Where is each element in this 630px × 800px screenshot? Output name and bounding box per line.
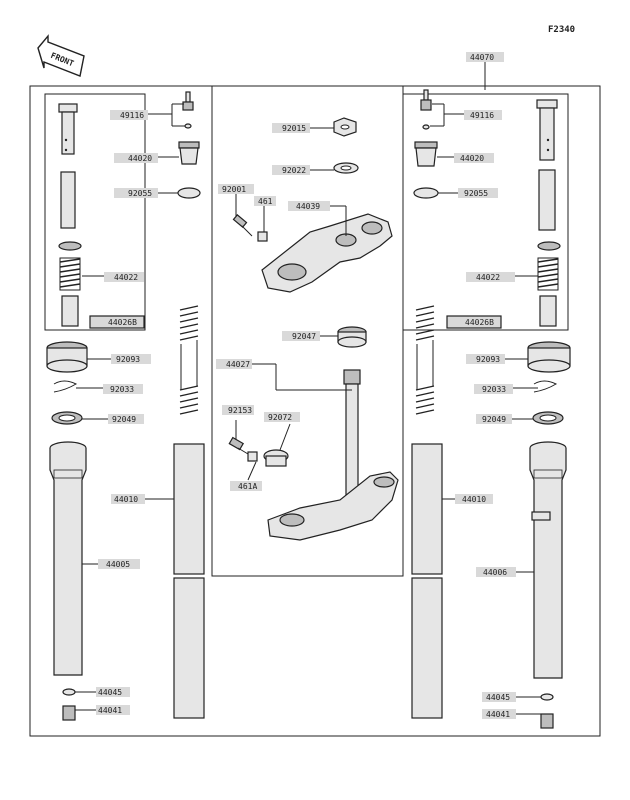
- label-92022: 92022: [282, 166, 306, 175]
- label-49116-right: 49116: [470, 111, 494, 120]
- left-top-bolt: [182, 91, 194, 129]
- lower-clamp-bolt: [228, 436, 258, 462]
- label-44041-left: 44041: [98, 706, 122, 715]
- right-clip: [533, 380, 558, 393]
- label-44026b-left: 44026B: [108, 318, 137, 327]
- right-bushing: [527, 341, 571, 373]
- diagram-code: F2340: [548, 25, 575, 35]
- label-44027: 44027: [226, 360, 250, 369]
- left-clip: [53, 380, 78, 393]
- right-washer: [540, 693, 554, 701]
- label-44020-right: 44020: [460, 154, 484, 163]
- label-92047: 92047: [292, 332, 316, 341]
- label-92049-right: 92049: [482, 415, 506, 424]
- right-top-cap: [414, 141, 438, 167]
- label-44005: 44005: [106, 560, 130, 569]
- left-cartridge-spring: [59, 257, 81, 327]
- right-top-bolt: [420, 89, 432, 130]
- outer-frame: [29, 85, 601, 737]
- label-92093-right: 92093: [476, 355, 500, 364]
- right-oil-seal: [532, 411, 564, 425]
- label-92153: 92153: [228, 406, 252, 415]
- right-drain-bolt: [540, 713, 554, 729]
- leader-lines: [75, 62, 541, 715]
- label-461a: 461A: [238, 482, 257, 491]
- stem-nut: [333, 117, 357, 137]
- part-labels: 49116 44020 92055 44022 44026B 92093 920…: [89, 52, 516, 719]
- upper-bracket: [261, 213, 393, 293]
- hose-clamp: [263, 449, 289, 467]
- left-oil-seal: [51, 411, 83, 425]
- label-44041-right: 44041: [486, 710, 510, 719]
- label-92033-right: 92033: [482, 385, 506, 394]
- label-92055-left: 92055: [128, 189, 152, 198]
- label-44010-left: 44010: [114, 495, 138, 504]
- left-fork-spring: [179, 305, 199, 415]
- right-cartridge-frame: [402, 93, 569, 331]
- stem-washer: [333, 162, 359, 174]
- steering-stem: [343, 369, 361, 505]
- upper-clamp-bolt: [232, 213, 268, 242]
- label-49116-left: 49116: [120, 111, 144, 120]
- left-washer: [62, 688, 76, 696]
- right-outer-tube: [529, 441, 567, 679]
- left-bushing: [46, 341, 88, 373]
- label-44020-left: 44020: [128, 154, 152, 163]
- label-44026b-right: 44026B: [465, 318, 494, 327]
- label-92033-left: 92033: [110, 385, 134, 394]
- label-44039: 44039: [296, 202, 320, 211]
- center-frame: [211, 85, 404, 577]
- label-92049-left: 92049: [112, 415, 136, 424]
- right-cartridge-spring: [537, 257, 559, 327]
- label-92093-left: 92093: [116, 355, 140, 364]
- right-o-ring: [413, 187, 439, 199]
- right-inner-tube: [411, 443, 443, 719]
- label-44070: 44070: [470, 53, 494, 62]
- label-44022-right: 44022: [476, 273, 500, 282]
- front-arrow-icon: FRONT: [37, 34, 85, 77]
- left-inner-tube: [173, 443, 205, 719]
- left-drain-bolt: [62, 705, 76, 721]
- left-cartridge-rod: [58, 103, 82, 251]
- label-92072: 92072: [268, 413, 292, 422]
- right-cartridge-rod: [536, 99, 561, 251]
- left-o-ring: [177, 187, 201, 199]
- right-fork-spring: [415, 305, 435, 415]
- label-44045-right: 44045: [486, 693, 510, 702]
- left-top-cap: [178, 141, 200, 165]
- label-461: 461: [258, 197, 273, 206]
- lower-bracket: [267, 471, 399, 541]
- label-44010-right: 44010: [462, 495, 486, 504]
- stem-bearing: [337, 326, 367, 348]
- label-92055-right: 92055: [464, 189, 488, 198]
- label-92001: 92001: [222, 185, 246, 194]
- label-44022-left: 44022: [114, 273, 138, 282]
- left-cartridge-frame: [44, 93, 146, 331]
- left-outer-tube: [49, 441, 87, 676]
- label-92015: 92015: [282, 124, 306, 133]
- label-44045-left: 44045: [98, 688, 122, 697]
- label-44006: 44006: [483, 568, 507, 577]
